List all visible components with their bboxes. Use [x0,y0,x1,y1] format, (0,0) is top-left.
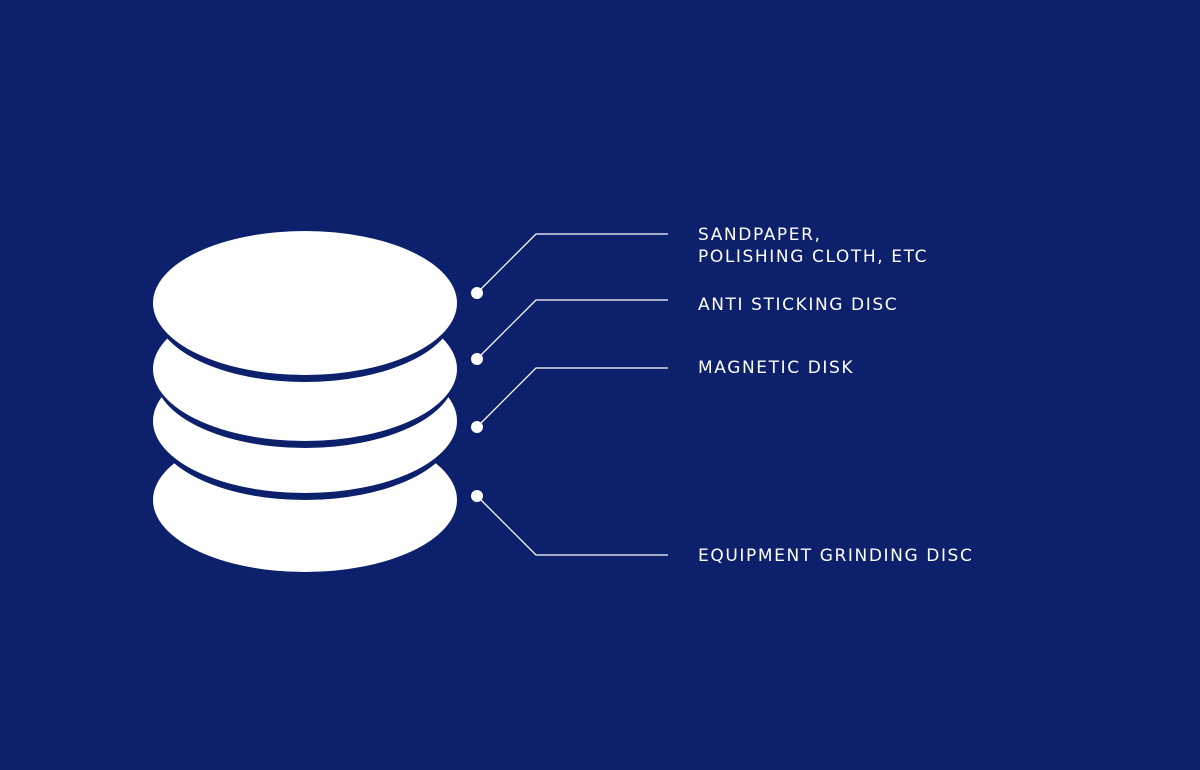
label-anti-sticking-text: ANTI STICKING DISC [698,295,899,315]
disc-stack [153,231,457,572]
label-magnetic-disk: MAGNETIC DISK [698,357,854,379]
leader-dot-magnetic [471,421,483,433]
leader-line-sandpaper [476,233,668,294]
leader-lines [476,233,668,556]
label-sandpaper-line-1: SANDPAPER, [698,225,822,245]
leader-dots [471,287,483,502]
label-sandpaper: SANDPAPER, POLISHING CLOTH, ETC [698,224,928,268]
label-magnetic-text: MAGNETIC DISK [698,358,855,378]
leader-dot-grinding [471,490,483,502]
label-sandpaper-line-2: POLISHING CLOTH, ETC [698,247,929,267]
leader-line-grinding [476,495,668,556]
leader-dot-sandpaper [471,287,483,299]
label-anti-sticking-disc: ANTI STICKING DISC [698,294,898,316]
leader-line-anti-sticking [476,299,668,360]
label-equipment-grinding-disc: EQUIPMENT GRINDING DISC [698,545,973,567]
leader-line-magnetic [476,367,668,428]
disc-sandpaper [153,231,457,375]
leader-dot-anti-sticking [471,353,483,365]
label-grinding-text: EQUIPMENT GRINDING DISC [698,546,974,566]
